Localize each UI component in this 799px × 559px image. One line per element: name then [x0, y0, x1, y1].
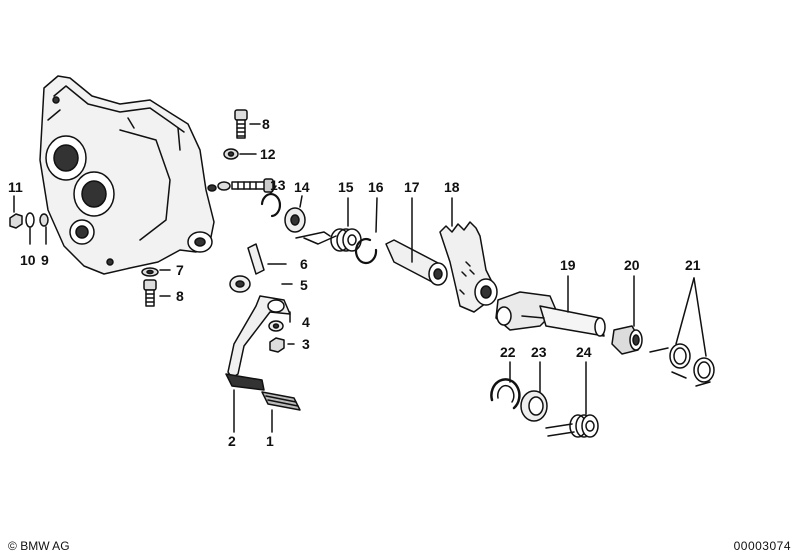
- part-8-screw-bottom: [143, 279, 171, 307]
- part-10-washer: [25, 212, 35, 245]
- label-8-top: 8: [262, 116, 270, 132]
- label-8-bottom: 8: [176, 288, 184, 304]
- part-12-washer: [223, 148, 257, 160]
- label-12: 12: [260, 146, 276, 162]
- part-21-springs: [649, 277, 715, 387]
- part-17-lever: [385, 197, 448, 286]
- label-19: 19: [560, 257, 576, 273]
- part-14-washer: [284, 195, 306, 233]
- part-15-spring: [295, 197, 362, 252]
- label-9: 9: [41, 252, 49, 268]
- label-16: 16: [368, 179, 384, 195]
- part-8-screw-top: [234, 109, 261, 139]
- part-4-washer: [268, 320, 284, 332]
- label-10: 10: [20, 252, 36, 268]
- part-22-clip: [490, 361, 521, 410]
- part-20-bushing: [611, 275, 643, 355]
- label-24: 24: [576, 344, 592, 360]
- part-6-pin: [247, 243, 287, 275]
- copyright-icon: ©: [8, 539, 17, 553]
- callout-labels: 1 2 3 4 5 6 7 8 8 9 10 11 12 13 14 15 16…: [8, 116, 701, 449]
- document-number: 00003074: [733, 539, 791, 553]
- part-18-segment: [439, 197, 498, 313]
- part-24-spring: [545, 361, 599, 438]
- copyright-notice: © BMW AG: [8, 539, 70, 553]
- housing-cover: [39, 75, 217, 275]
- part-19-shaft: [495, 275, 606, 337]
- part-5-washer: [229, 275, 293, 293]
- label-23: 23: [531, 344, 547, 360]
- part-1-pedal-rubber: [261, 391, 301, 433]
- part-9-washer: [39, 213, 49, 245]
- label-1: 1: [266, 433, 274, 449]
- label-18: 18: [444, 179, 460, 195]
- part-23-ring: [520, 361, 548, 422]
- part-2-kick-lever: [225, 295, 291, 433]
- label-3: 3: [302, 336, 310, 352]
- label-2: 2: [228, 433, 236, 449]
- label-13: 13: [270, 177, 286, 193]
- label-11: 11: [8, 179, 23, 195]
- label-15: 15: [338, 179, 354, 195]
- part-7-washer: [141, 267, 171, 277]
- label-14: 14: [294, 179, 310, 195]
- label-21: 21: [685, 257, 701, 273]
- part-16-circlip: [354, 197, 378, 265]
- label-17: 17: [404, 179, 420, 195]
- copyright-text: BMW AG: [20, 539, 70, 553]
- label-7: 7: [176, 262, 184, 278]
- long-bolt: [217, 178, 274, 193]
- label-4: 4: [302, 314, 310, 330]
- label-20: 20: [624, 257, 640, 273]
- part-13-circlip: [260, 185, 282, 218]
- label-22: 22: [500, 344, 516, 360]
- label-6: 6: [300, 256, 308, 272]
- part-3-nut: [269, 337, 295, 353]
- part-11-nut: [9, 195, 23, 229]
- label-5: 5: [300, 277, 308, 293]
